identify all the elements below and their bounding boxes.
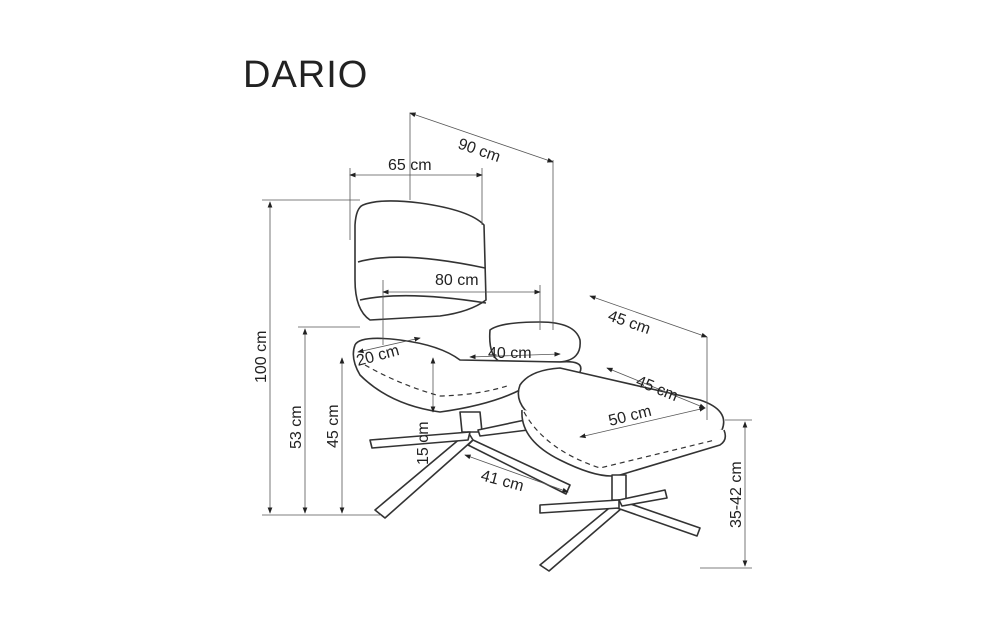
- dim-seat-width: 40 cm: [488, 345, 532, 362]
- dim-ottoman-depth: 45 cm: [606, 308, 653, 338]
- dim-ottoman-height: 35-42 cm: [728, 461, 745, 528]
- dim-base-radius: 41 cm: [479, 467, 525, 495]
- dim-seat-thickness: 15 cm: [415, 421, 432, 465]
- dim-armrest-width: 80 cm: [435, 272, 479, 289]
- product-title: DARIO: [243, 54, 369, 96]
- dim-chair-height: 100 cm: [253, 331, 270, 383]
- dim-chair-width: 65 cm: [388, 157, 432, 174]
- dimension-lines: [262, 112, 752, 569]
- dim-armrest-height: 53 cm: [288, 405, 305, 449]
- dim-seat-height: 45 cm: [325, 404, 342, 448]
- dim-chair-depth: 90 cm: [456, 136, 503, 166]
